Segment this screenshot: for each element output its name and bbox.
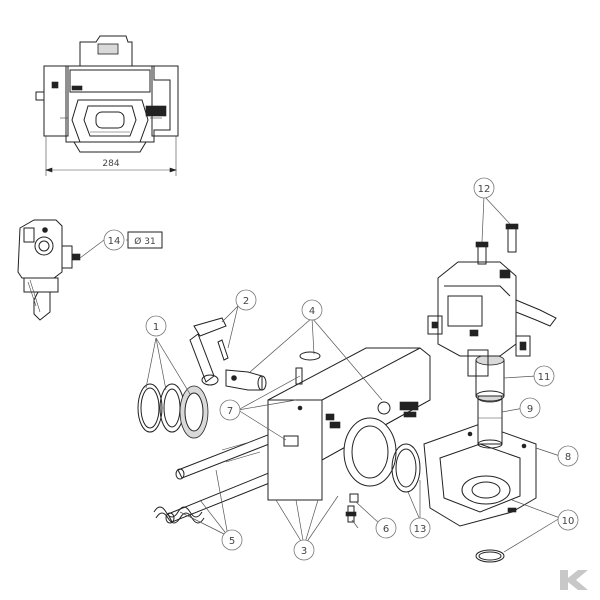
callout-11-label: 11 xyxy=(538,372,551,383)
upper-head-assembly xyxy=(427,261,557,377)
part-13-ring xyxy=(391,443,421,493)
callout-13-label: 13 xyxy=(414,524,427,535)
callout-10-label: 10 xyxy=(562,516,575,527)
assembly-front-view: 284 xyxy=(35,35,179,176)
part-1-ring-set xyxy=(137,383,209,439)
callout-8-label: 8 xyxy=(565,452,571,463)
callout-7: 7 xyxy=(219,399,241,421)
callout-3: 3 xyxy=(293,539,315,561)
callout-3-label: 3 xyxy=(301,546,307,557)
callout-12: 12 xyxy=(473,177,495,199)
callout-9-label: 9 xyxy=(527,404,533,415)
callout-1-label: 1 xyxy=(153,322,159,333)
callout-4-label: 4 xyxy=(309,306,315,317)
part-6-bolts xyxy=(345,493,359,523)
callout-5-label: 5 xyxy=(229,536,235,547)
part-12-bolt xyxy=(475,223,519,265)
detail-diameter-label: Ø 31 xyxy=(134,236,155,247)
leader-lines xyxy=(126,195,561,553)
part-8-coupling-jaw xyxy=(423,423,537,527)
callout-14: 14 xyxy=(103,229,125,251)
callout-7-label: 7 xyxy=(227,406,233,417)
main-housing xyxy=(267,347,431,501)
brand-k-logo xyxy=(554,566,590,590)
callout-5: 5 xyxy=(221,529,243,551)
callout-11: 11 xyxy=(533,365,555,387)
handle-part xyxy=(225,369,267,391)
callout-2-label: 2 xyxy=(243,296,249,307)
callout-14-label: 14 xyxy=(108,236,121,247)
part-11-sleeve xyxy=(475,354,505,402)
part-9-pin xyxy=(477,393,503,449)
side-detail-view: Ø 31 xyxy=(17,219,163,321)
callout-10: 10 xyxy=(557,509,579,531)
callout-12-label: 12 xyxy=(478,184,491,195)
callout-2: 2 xyxy=(235,289,257,311)
dimension-label: 284 xyxy=(102,159,119,169)
callout-6-label: 6 xyxy=(383,524,389,535)
callout-9: 9 xyxy=(519,397,541,419)
callout-6: 6 xyxy=(375,517,397,539)
part-10-circlip xyxy=(475,549,505,563)
callout-1: 1 xyxy=(145,315,167,337)
part-2-lever xyxy=(189,317,229,386)
callout-13: 13 xyxy=(409,517,431,539)
callout-4: 4 xyxy=(301,299,323,321)
callout-8: 8 xyxy=(557,445,579,467)
